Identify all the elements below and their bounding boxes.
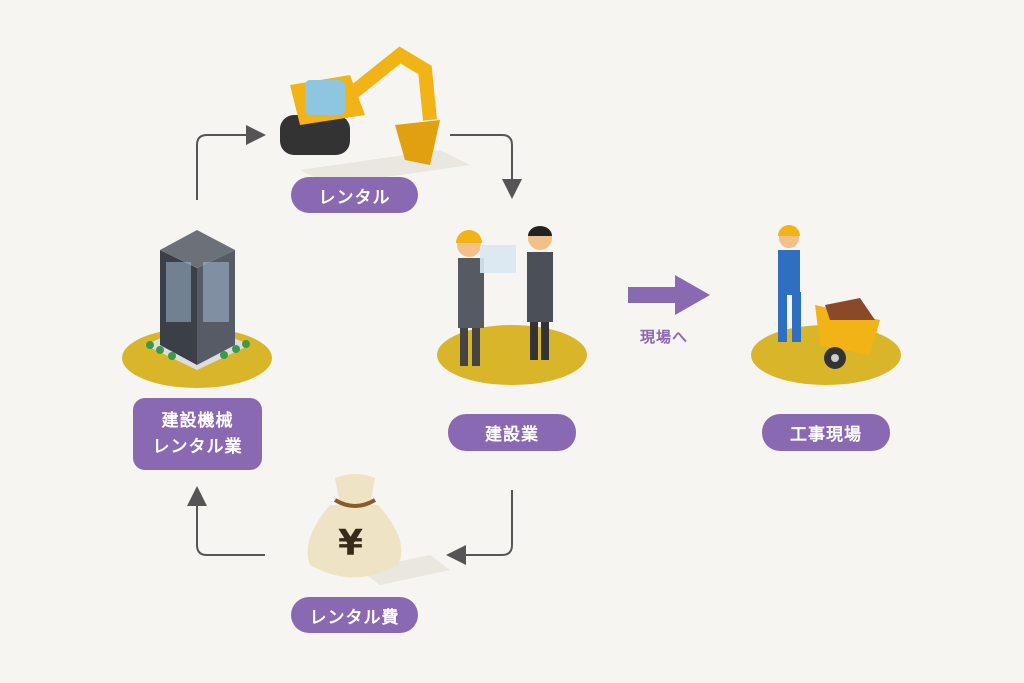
arrow-rental-in <box>450 134 522 199</box>
construction-label: 建設業 <box>448 414 576 451</box>
rental-company-label: 建設機械 レンタル業 <box>133 398 262 470</box>
to-site-arrow <box>628 275 710 315</box>
worker-with-wheelbarrow-icon <box>778 225 880 369</box>
rental-company-line2: レンタル業 <box>152 437 243 457</box>
rental-label: レンタル <box>291 177 418 213</box>
office-building-icon <box>145 230 250 370</box>
arrow-fee-in <box>187 486 265 556</box>
yen-symbol: ¥ <box>338 523 364 564</box>
rental-company-line1: 建設機械 <box>161 411 234 431</box>
site-label: 工事現場 <box>762 414 890 451</box>
cycle-arrows <box>187 125 522 565</box>
platform-construction <box>437 325 587 385</box>
arrow-fee-out <box>446 490 513 565</box>
money-bag-icon <box>307 474 450 585</box>
excavator-icon <box>280 46 470 185</box>
business-people-icon <box>456 226 553 366</box>
arrow-rental-out <box>196 125 266 200</box>
rental-fee-label: レンタル費 <box>291 597 418 633</box>
to-site-label: 現場へ <box>640 328 689 346</box>
